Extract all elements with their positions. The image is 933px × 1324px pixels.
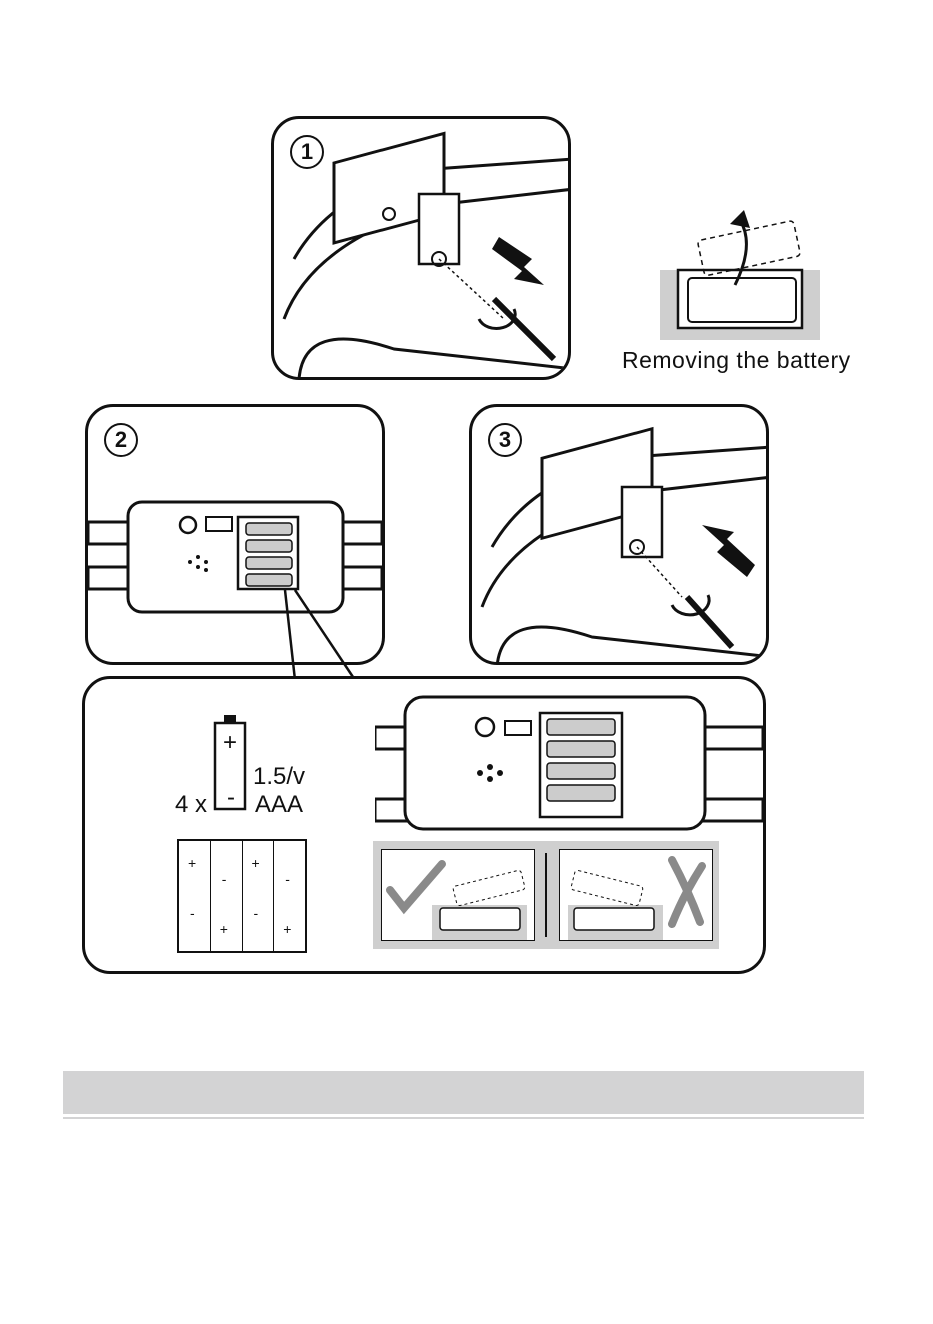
- compartment-closeup: [375, 687, 763, 837]
- incorrect-insertion: [559, 849, 713, 941]
- battery-count: 4 x: [175, 791, 207, 819]
- callout-lines: [280, 590, 380, 685]
- battery-voltage: 1.5/v: [253, 763, 305, 791]
- polarity-column: - +: [274, 841, 305, 951]
- insertion-guide: [373, 841, 719, 949]
- correct-insertion: [381, 849, 535, 941]
- polarity-bottom: +: [220, 921, 228, 937]
- battery-removal-illustration: [660, 210, 820, 340]
- polarity-grid: + - - + + - - +: [177, 839, 307, 953]
- polarity-top: +: [188, 855, 196, 871]
- polarity-column: + -: [243, 841, 275, 951]
- check-mark-icon: [382, 850, 534, 940]
- polarity-bottom: +: [283, 921, 291, 937]
- cross-mark-icon: [560, 850, 712, 940]
- polarity-bottom: -: [254, 905, 259, 921]
- step-3-panel: 3: [469, 404, 769, 665]
- polarity-top: -: [285, 871, 290, 887]
- step-1-number: 1: [290, 135, 324, 169]
- battery-type: AAA: [255, 791, 303, 819]
- divider: [545, 853, 547, 937]
- polarity-column: - +: [211, 841, 243, 951]
- section-band: [63, 1071, 864, 1114]
- polarity-top: -: [222, 871, 227, 887]
- step-1-panel: 1: [271, 116, 571, 380]
- removal-caption: Removing the battery: [622, 347, 851, 374]
- polarity-bottom: -: [190, 905, 195, 921]
- battery-minus: -: [227, 784, 235, 812]
- battery-detail-panel: + - 4 x 1.5/v AAA + - - + + - - +: [82, 676, 766, 974]
- step-2-number: 2: [104, 423, 138, 457]
- polarity-top: +: [252, 855, 260, 871]
- polarity-column: + -: [179, 841, 211, 951]
- step-3-number: 3: [488, 423, 522, 457]
- section-rule: [63, 1117, 864, 1119]
- battery-plus: +: [223, 729, 237, 757]
